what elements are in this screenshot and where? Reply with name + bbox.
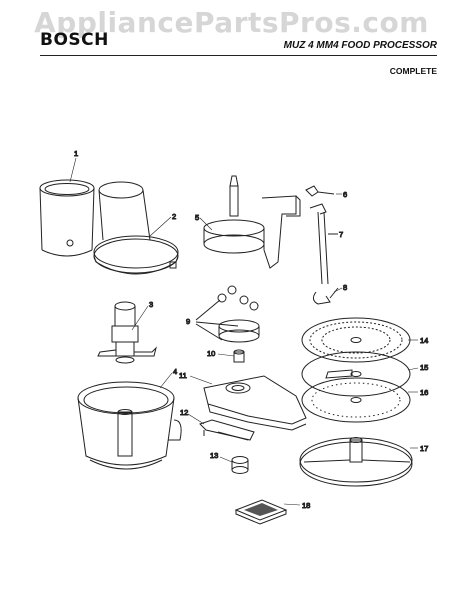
part-1-cylinder-cup	[39, 179, 95, 257]
part-12-slide	[199, 419, 255, 441]
leader-lines	[69, 157, 419, 506]
part-4-mixing-bowl	[77, 381, 182, 470]
part-18-manual	[234, 499, 288, 525]
callout-16: 16	[420, 388, 428, 397]
callout-10: 10	[207, 349, 215, 358]
part-11-gear-housing	[203, 375, 307, 431]
callout-1: 1	[74, 149, 78, 158]
callout-9: 9	[186, 317, 190, 326]
part-2-bowl-lid	[93, 181, 179, 275]
part-3-blade-shaft	[97, 301, 157, 364]
section-title: COMPLETE	[389, 66, 437, 76]
brand-logo-text: BOSCH	[40, 30, 109, 50]
callout-5: 5	[195, 213, 199, 222]
callout-2: 2	[172, 212, 176, 221]
part-8-hook	[312, 287, 339, 305]
callout-3: 3	[149, 300, 153, 309]
model-title: MUZ 4 MM4 FOOD PROCESSOR	[283, 40, 437, 51]
part-15-slicing-disc	[301, 351, 411, 397]
callout-18: 18	[302, 501, 310, 510]
callout-14: 14	[420, 336, 428, 345]
part-13-bushing	[231, 456, 249, 474]
callout-13: 13	[210, 451, 218, 460]
callout-7: 7	[339, 230, 343, 239]
callout-8: 8	[343, 283, 347, 292]
part-17-disc-carrier	[299, 437, 413, 487]
part-7-arm	[309, 203, 338, 285]
callout-6: 6	[343, 190, 347, 199]
watermark: AppliancePartsPros.com	[34, 6, 429, 39]
part-5-drive-housing	[203, 175, 301, 269]
part-10-small-gear	[233, 349, 245, 363]
callout-12: 12	[180, 408, 188, 417]
callout-15: 15	[420, 363, 428, 372]
header-rule	[40, 55, 437, 56]
part-16-shredding-disc	[301, 377, 411, 423]
part-6-clip	[305, 185, 335, 197]
part-9-gears	[195, 285, 260, 343]
callout-17: 17	[420, 444, 428, 453]
callout-11: 11	[179, 371, 187, 380]
part-14-grating-disc	[301, 317, 411, 363]
callout-4: 4	[173, 367, 177, 376]
